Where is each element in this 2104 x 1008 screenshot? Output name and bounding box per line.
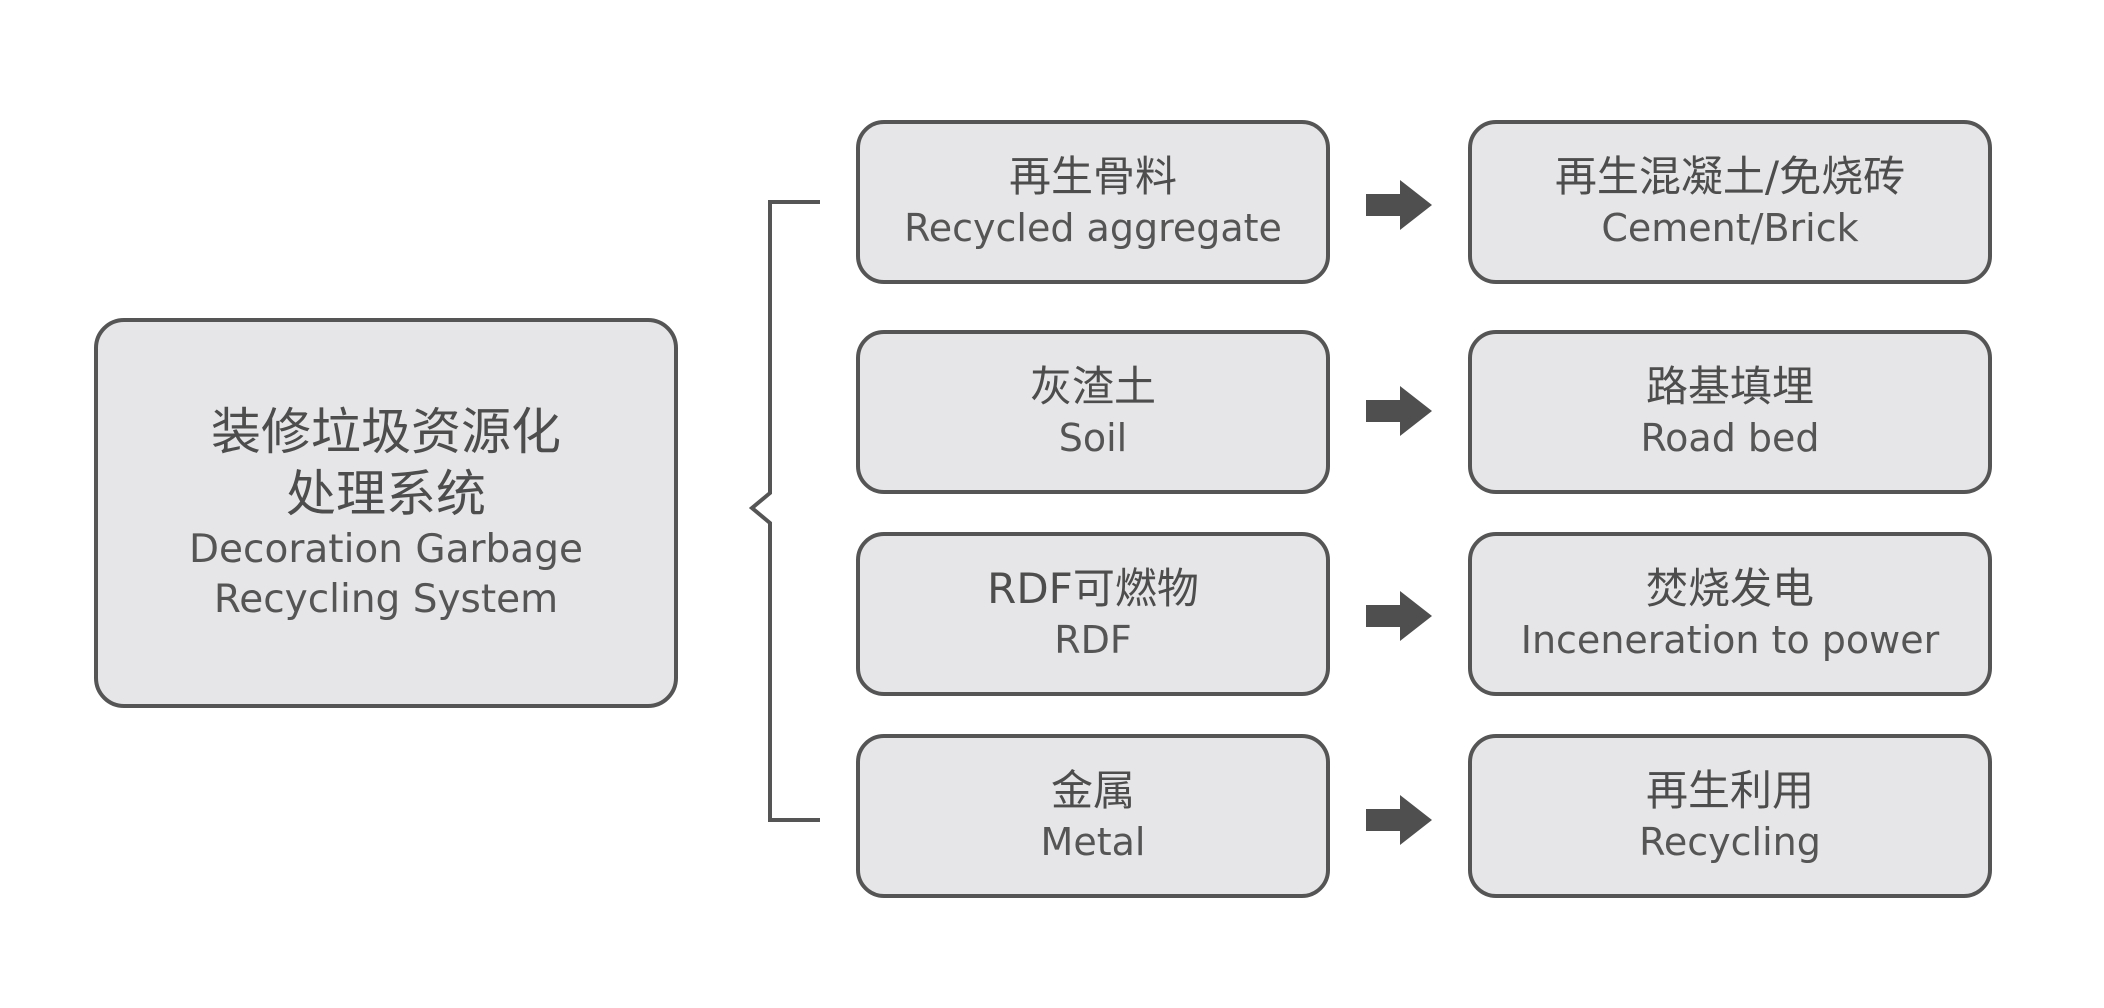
target-label-en: Recycling <box>1639 820 1821 864</box>
source-label-zh: 灰渣土 <box>1029 362 1156 411</box>
target-label-zh: 再生混凝土/免烧砖 <box>1554 152 1906 201</box>
source-label-en: Recycled aggregate <box>904 206 1282 250</box>
arrow-icon <box>1366 386 1432 436</box>
target-label-en: Cement/Brick <box>1601 206 1859 250</box>
main-title-en-line1: Decoration Garbage <box>189 527 583 572</box>
source-box-metal: 金属 Metal <box>856 734 1330 898</box>
source-label-zh: 金属 <box>1050 766 1135 815</box>
target-box-recycling: 再生利用 Recycling <box>1468 734 1992 898</box>
source-box-recycled-aggregate: 再生骨料 Recycled aggregate <box>856 120 1330 284</box>
target-label-en: Road bed <box>1640 416 1820 460</box>
brace-connector <box>748 200 820 822</box>
target-box-road-bed: 路基填埋 Road bed <box>1468 330 1992 494</box>
main-system-box: 装修垃圾资源化 处理系统 Decoration Garbage Recyclin… <box>94 318 678 708</box>
source-label-zh: RDF可燃物 <box>987 564 1199 613</box>
arrow-icon <box>1366 795 1432 845</box>
target-box-inceneration-to-power: 焚烧发电 Inceneration to power <box>1468 532 1992 696</box>
source-label-en: RDF <box>1054 618 1132 662</box>
source-label-zh: 再生骨料 <box>1008 152 1177 201</box>
target-label-en: Inceneration to power <box>1520 618 1940 662</box>
target-box-cement-brick: 再生混凝土/免烧砖 Cement/Brick <box>1468 120 1992 284</box>
source-box-soil: 灰渣土 Soil <box>856 330 1330 494</box>
arrow-icon <box>1366 180 1432 230</box>
source-label-en: Metal <box>1040 820 1146 864</box>
target-label-zh: 焚烧发电 <box>1645 564 1814 613</box>
source-label-en: Soil <box>1058 416 1128 460</box>
target-label-zh: 再生利用 <box>1645 766 1814 815</box>
main-title-zh-line2: 处理系统 <box>286 465 486 523</box>
main-title-en-line2: Recycling System <box>213 577 559 622</box>
arrow-icon <box>1366 591 1432 641</box>
main-title-zh-line1: 装修垃圾资源化 <box>211 403 561 461</box>
source-box-rdf: RDF可燃物 RDF <box>856 532 1330 696</box>
target-label-zh: 路基填埋 <box>1645 362 1814 411</box>
